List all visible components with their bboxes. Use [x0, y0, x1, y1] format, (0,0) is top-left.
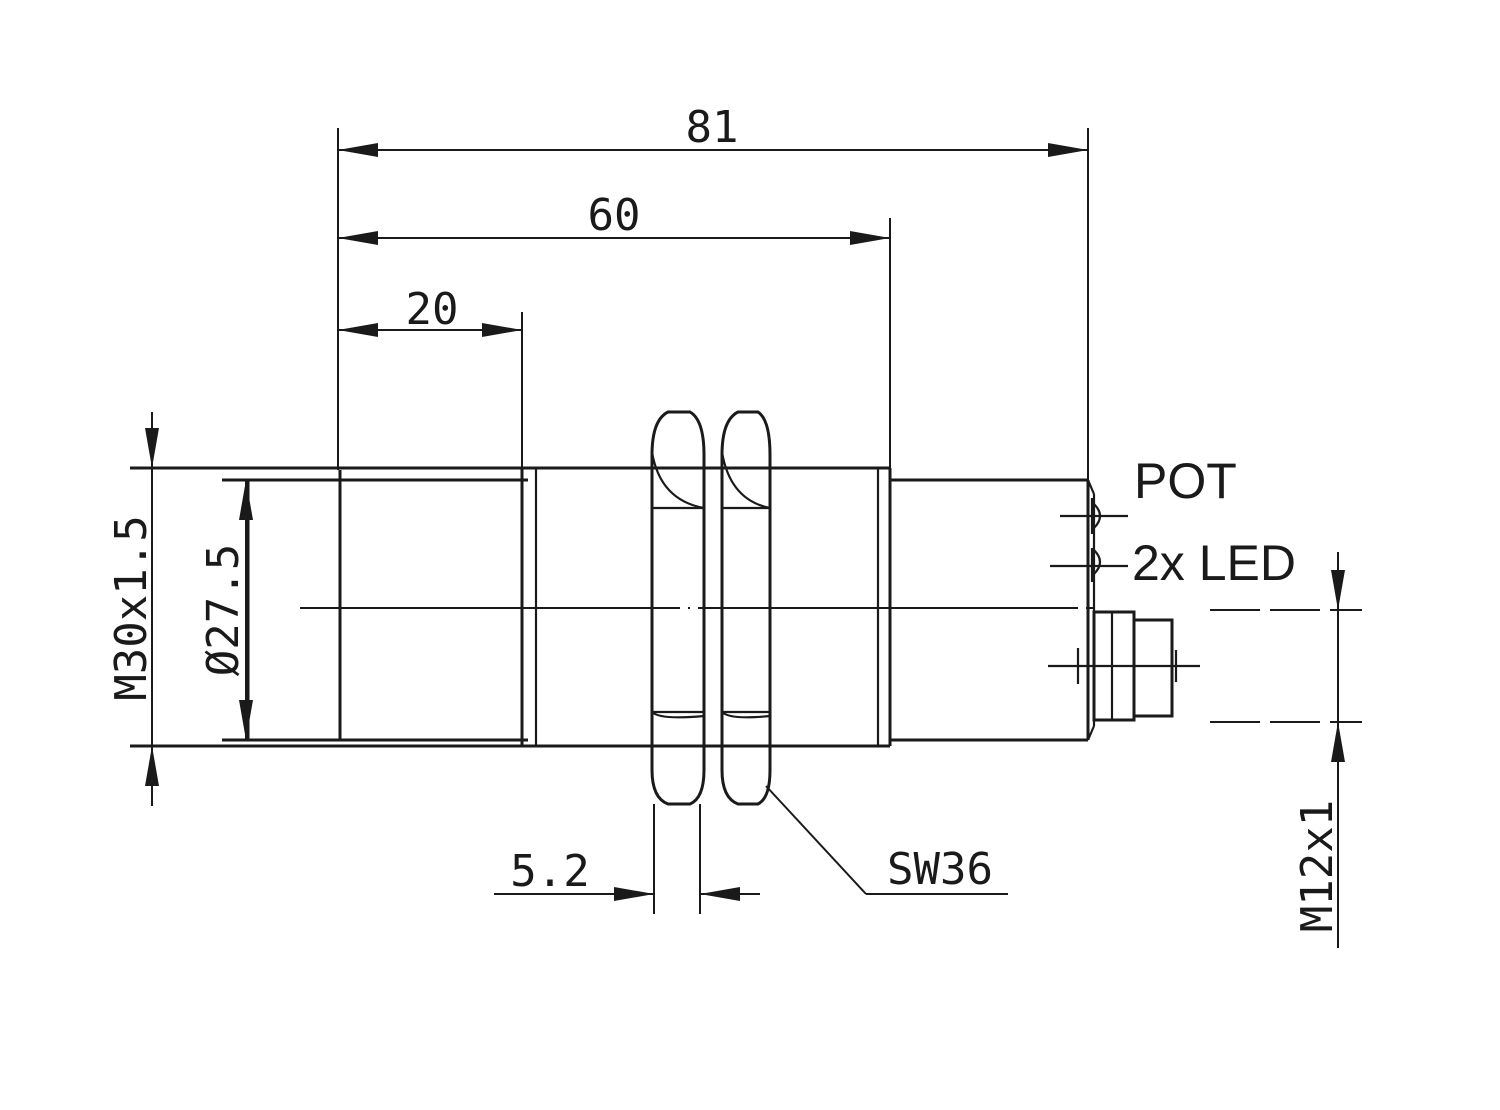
m12-connector	[1048, 610, 1200, 722]
dim-overall-length-label: 81	[686, 102, 739, 153]
dim-inner-diameter	[239, 480, 253, 740]
led-marker	[1050, 548, 1128, 582]
dim-connector-thread	[1210, 552, 1362, 948]
dim-front-length	[338, 312, 523, 468]
dim-overall-length	[337, 128, 1089, 480]
led-label: 2x LED	[1132, 535, 1296, 591]
pot-label: POT	[1134, 453, 1237, 509]
hex-nut-left	[650, 410, 706, 806]
wrench-size-leader	[765, 785, 1008, 895]
wrench-size-label: SW36	[887, 844, 993, 895]
dim-thread-length-label: 60	[588, 190, 641, 241]
dim-nut-thickness-label: 5.2	[510, 846, 589, 897]
dim-thread-major	[145, 412, 159, 806]
dim-inner-diameter-label: Ø27.5	[198, 544, 249, 676]
dim-thread-major-label: M30x1.5	[106, 515, 157, 700]
dim-nut-thickness	[494, 804, 760, 914]
dim-connector-thread-label: M12x1	[1292, 800, 1343, 932]
dim-thread-length	[338, 218, 891, 468]
dim-front-length-label: 20	[406, 284, 459, 335]
pot-marker	[1060, 498, 1128, 534]
hex-nut-right	[720, 410, 772, 806]
sensor-body	[130, 466, 1096, 748]
